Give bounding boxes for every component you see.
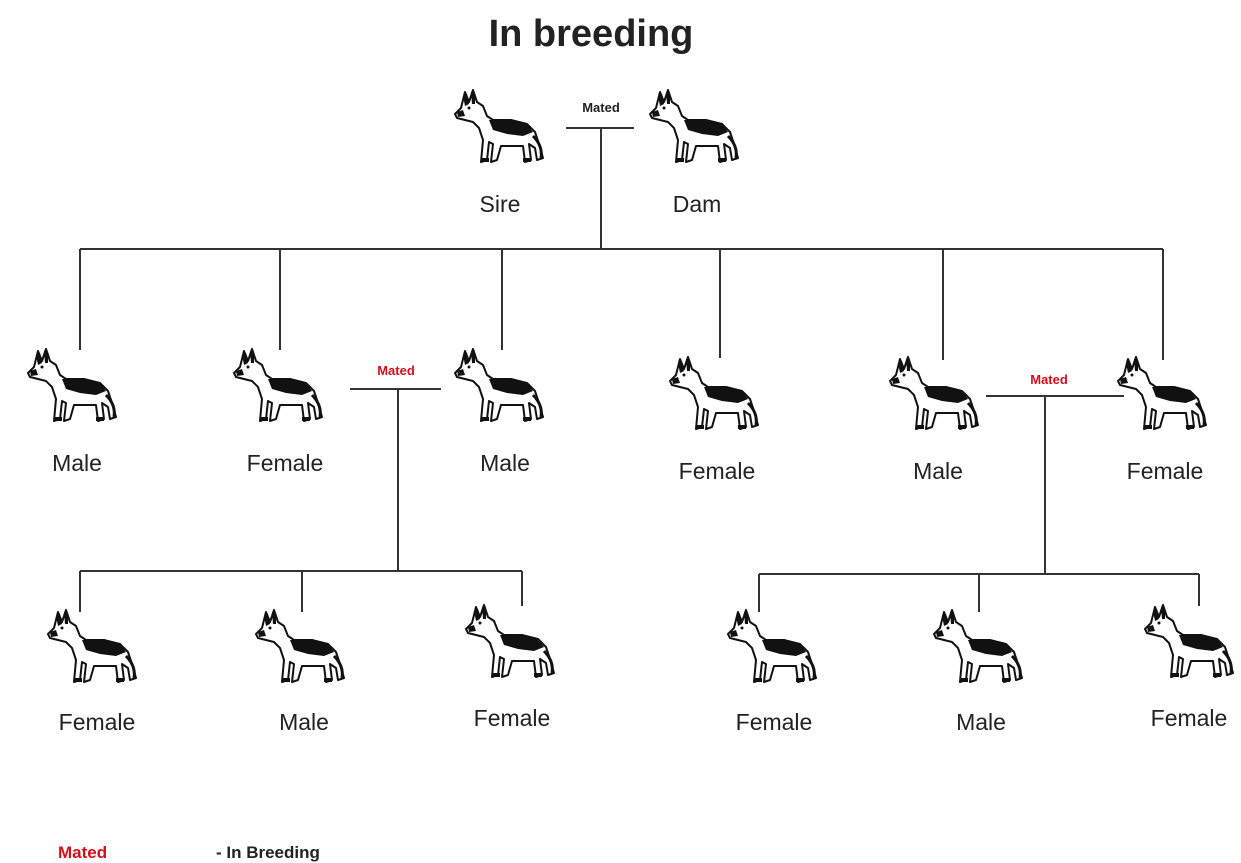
generation2-dog-icon — [48, 610, 136, 682]
generation2-dog-icon — [1145, 605, 1233, 677]
generation1-dog-icon — [455, 349, 543, 421]
legend-mated-marker: Mated — [58, 843, 107, 862]
generation2-label: Male — [279, 709, 329, 735]
left-pair-mated-label: Mated — [377, 363, 415, 378]
generation1-dog-icon — [234, 349, 322, 421]
generation2-label: Female — [59, 709, 136, 735]
generation2-dog-icon — [934, 610, 1022, 682]
sire-dog-icon — [455, 90, 543, 162]
generation2-label: Female — [1151, 705, 1228, 731]
generation1-dog-icon — [890, 357, 978, 429]
dam-label: Dam — [673, 191, 722, 217]
generation2-label: Female — [736, 709, 813, 735]
generation1-dog-icon — [28, 349, 116, 421]
generation1-label: Male — [480, 450, 530, 476]
generation1-label: Female — [247, 450, 324, 476]
diagram-title: In breeding — [489, 13, 694, 55]
generation1-label: Female — [679, 458, 756, 484]
dam-dog-icon — [650, 90, 738, 162]
generation2-dog-icon — [466, 605, 554, 677]
generation2-label: Male — [956, 709, 1006, 735]
generation2-dog-icon — [256, 610, 344, 682]
generation1-dog-icon — [670, 357, 758, 429]
generation2-label: Female — [474, 705, 551, 731]
legend-text: - In Breeding — [216, 843, 320, 862]
right-pair-mated-label: Mated — [1030, 372, 1068, 387]
sire-label: Sire — [480, 191, 521, 217]
generation1-dog-icon — [1118, 357, 1206, 429]
generation2-dog-icon — [728, 610, 816, 682]
generation1-label: Female — [1127, 458, 1204, 484]
parents-mated-label: Mated — [582, 100, 620, 115]
generation1-label: Male — [913, 458, 963, 484]
generation1-label: Male — [52, 450, 102, 476]
